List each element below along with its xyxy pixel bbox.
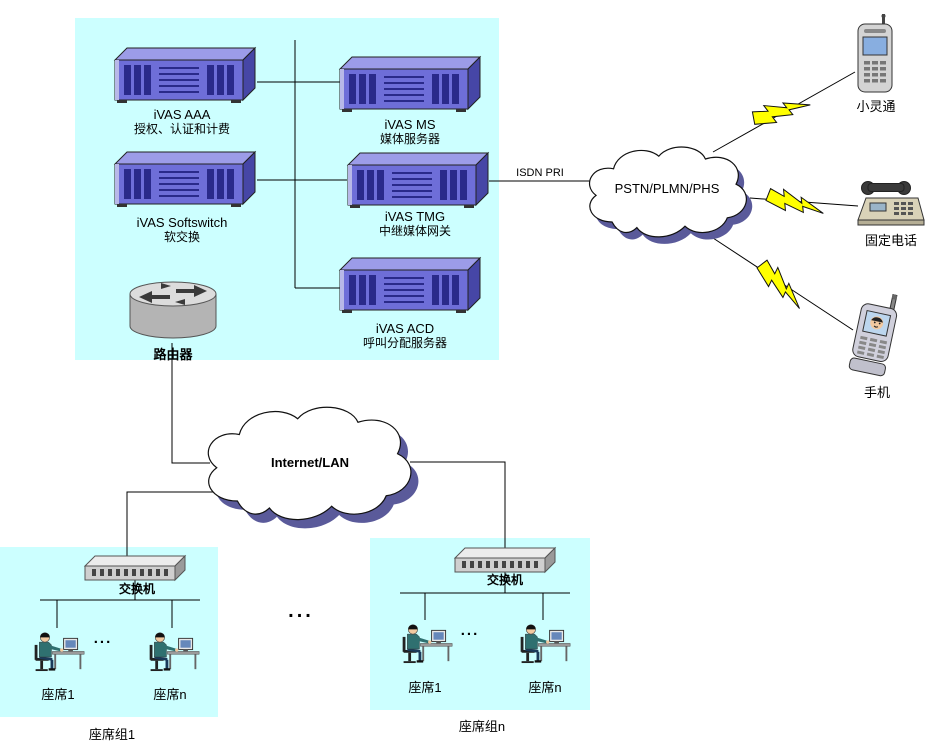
group1-agent-first-label: 座席1 bbox=[41, 687, 75, 702]
group1-agent-last-label: 座席n bbox=[153, 687, 187, 702]
server-tmg-icon bbox=[347, 152, 489, 209]
isdn-pri-label: ISDN PRI bbox=[516, 167, 564, 179]
lightning-bolt-icon bbox=[750, 257, 813, 310]
server-softswitch-desc: 软交换 bbox=[163, 230, 201, 244]
groupn-agents-ellipsis: ... bbox=[460, 622, 480, 639]
internet-to-groupn-line bbox=[410, 461, 506, 549]
lightning-bolt-icon bbox=[764, 187, 825, 214]
server-acd-icon bbox=[339, 257, 481, 314]
server-softswitch-name: iVAS Softswitch bbox=[136, 215, 228, 230]
switch-label-groupn: 交换机 bbox=[486, 573, 524, 587]
agent-icon bbox=[149, 632, 200, 672]
switch-label-group1: 交换机 bbox=[118, 582, 156, 596]
agent-icon bbox=[520, 624, 571, 664]
server-aaa-desc: 授权、认证和计费 bbox=[133, 122, 231, 136]
server-tmg-name: iVAS TMG bbox=[384, 209, 446, 224]
groupn-label: 座席组n bbox=[458, 719, 506, 734]
server-acd-name: iVAS ACD bbox=[375, 321, 435, 336]
router-icon bbox=[129, 281, 217, 339]
group1-label: 座席组1 bbox=[88, 727, 136, 742]
desk-phone-icon bbox=[857, 181, 925, 226]
phs-label: 小灵通 bbox=[856, 99, 896, 114]
agent-icon bbox=[34, 632, 85, 672]
mobile-label: 手机 bbox=[863, 385, 891, 400]
group1-agents-ellipsis: ... bbox=[93, 630, 113, 647]
server-softswitch-icon bbox=[114, 151, 256, 208]
pstn-to-mobile-line bbox=[712, 237, 854, 331]
lightning-bolt-icon bbox=[748, 85, 811, 134]
server-ms-desc: 媒体服务器 bbox=[379, 132, 441, 146]
server-ms-icon bbox=[339, 56, 481, 113]
between-groups-ellipsis: ... bbox=[288, 600, 314, 622]
router-label: 路由器 bbox=[153, 347, 193, 362]
switch-icon-group1 bbox=[84, 555, 186, 581]
agent-icon bbox=[402, 624, 453, 664]
server-tmg-desc: 中继媒体网关 bbox=[378, 224, 452, 238]
switch-icon-groupn bbox=[454, 547, 556, 573]
server-aaa-icon bbox=[114, 47, 256, 104]
groupn-agent-first-label: 座席1 bbox=[408, 680, 442, 695]
mobile-phone-icon bbox=[848, 287, 902, 377]
fixed-phone-label: 固定电话 bbox=[864, 233, 918, 248]
phs-phone-icon bbox=[857, 13, 893, 93]
server-acd-desc: 呼叫分配服务器 bbox=[362, 336, 448, 350]
pstn-to-fixedphone-line bbox=[749, 197, 859, 207]
internet-cloud-label: Internet/LAN bbox=[271, 455, 349, 470]
server-aaa-name: iVAS AAA bbox=[153, 107, 211, 122]
server-ms-name: iVAS MS bbox=[384, 117, 436, 132]
pstn-cloud-label: PSTN/PLMN/PHS bbox=[614, 181, 720, 196]
groupn-agent-last-label: 座席n bbox=[528, 680, 562, 695]
